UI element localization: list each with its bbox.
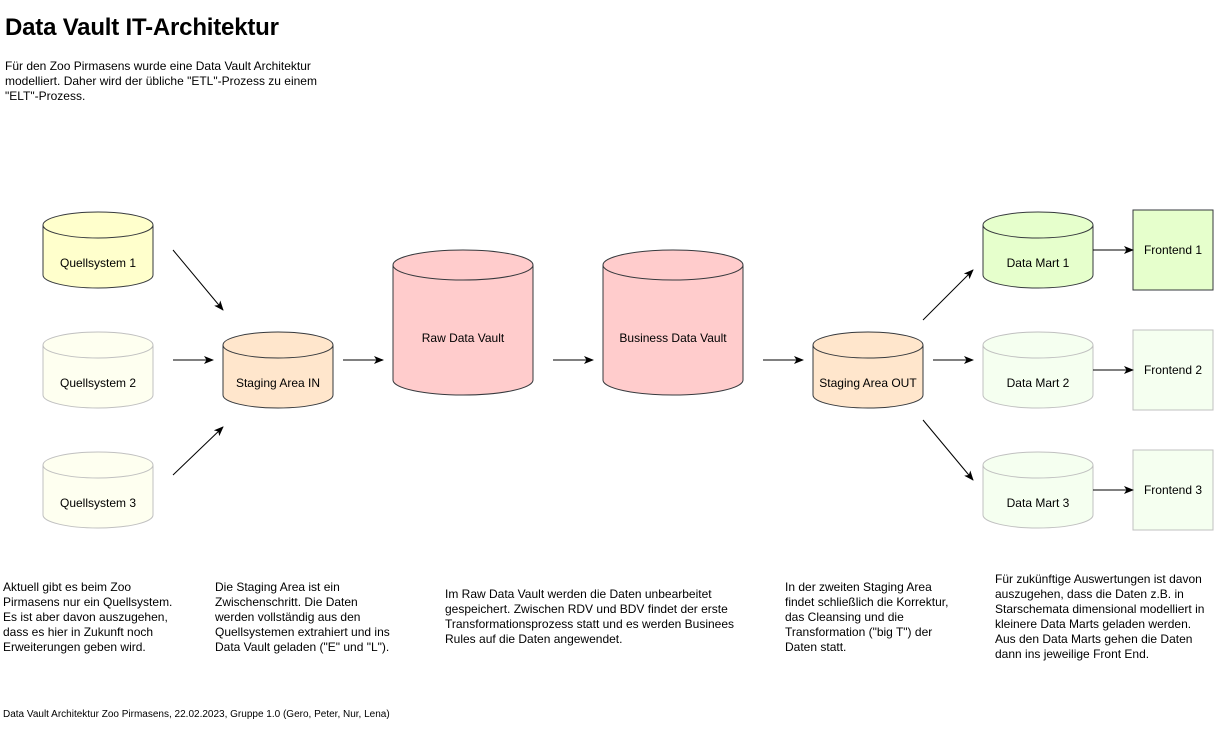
note-vaults: Im Raw Data Vault werden die Daten unbea… bbox=[445, 587, 735, 646]
staging-out-label: Staging Area OUT bbox=[819, 376, 917, 390]
cylinder-top bbox=[42, 451, 154, 479]
frontend-1[interactable]: Frontend 1 bbox=[1132, 209, 1214, 291]
frontend-1-box bbox=[1132, 209, 1214, 291]
frontend-2[interactable]: Frontend 2 bbox=[1132, 329, 1214, 411]
frontend-3[interactable]: Frontend 3 bbox=[1132, 449, 1214, 531]
note-marts: Für zukünftige Auswertungen ist davon au… bbox=[995, 572, 1205, 661]
cylinder-body bbox=[42, 345, 154, 409]
mart-3-label: Data Mart 3 bbox=[1007, 496, 1070, 510]
cylinder-body bbox=[982, 465, 1094, 529]
note-staging-in: Die Staging Area ist ein Zwischenschritt… bbox=[215, 580, 390, 654]
cylinder-body bbox=[982, 345, 1094, 409]
frontend-1-label: Frontend 1 bbox=[1144, 243, 1202, 257]
cylinder-top bbox=[392, 249, 534, 281]
raw-vault-label: Raw Data Vault bbox=[422, 331, 505, 345]
mart-1-label: Data Mart 1 bbox=[1007, 256, 1070, 270]
cylinder-body bbox=[42, 465, 154, 529]
data-mart-1[interactable]: Data Mart 1 bbox=[982, 211, 1094, 289]
arrow-stagingout-mart3 bbox=[922, 419, 974, 481]
note-sources: Aktuell gibt es beim Zoo Pirmasens nur e… bbox=[3, 580, 173, 654]
source-system-1[interactable]: Quellsystem 1 bbox=[42, 211, 154, 289]
source-2-label: Quellsystem 2 bbox=[60, 376, 136, 390]
footer-text: Data Vault Architektur Zoo Pirmasens, 22… bbox=[3, 709, 390, 720]
frontend-3-box bbox=[1132, 449, 1214, 531]
intro-text: Für den Zoo Pirmasens wurde eine Data Va… bbox=[5, 59, 317, 103]
source-1-label: Quellsystem 1 bbox=[60, 256, 136, 270]
cylinder-top bbox=[42, 331, 154, 359]
cylinder-top bbox=[982, 211, 1094, 239]
cylinder-body bbox=[602, 265, 744, 396]
cylinder-body bbox=[222, 345, 334, 409]
business-vault-label: Business Data Vault bbox=[619, 331, 727, 345]
cylinder-top bbox=[42, 211, 154, 239]
data-mart-3[interactable]: Data Mart 3 bbox=[982, 451, 1094, 529]
frontend-2-box bbox=[1132, 329, 1214, 411]
source-system-2[interactable]: Quellsystem 2 bbox=[42, 331, 154, 409]
note-staging-out: In der zweiten Staging Area findet schli… bbox=[785, 580, 949, 654]
mart-2-label: Data Mart 2 bbox=[1007, 376, 1070, 390]
arrow-stagingout-mart1 bbox=[922, 269, 974, 321]
cylinder-top bbox=[602, 249, 744, 281]
frontend-2-label: Frontend 2 bbox=[1144, 363, 1202, 377]
cylinder-body bbox=[42, 225, 154, 289]
cylinder-top bbox=[982, 331, 1094, 359]
cylinder-body bbox=[982, 225, 1094, 289]
business-data-vault[interactable]: Business Data Vault bbox=[602, 249, 744, 396]
arrow-source1-staging bbox=[172, 249, 224, 311]
staging-in-label: Staging Area IN bbox=[236, 376, 320, 390]
staging-area-in[interactable]: Staging Area IN bbox=[222, 331, 334, 409]
arrow-source3-staging bbox=[172, 426, 224, 476]
frontend-3-label: Frontend 3 bbox=[1144, 483, 1202, 497]
cylinder-body bbox=[392, 265, 534, 396]
source-3-label: Quellsystem 3 bbox=[60, 496, 136, 510]
raw-data-vault[interactable]: Raw Data Vault bbox=[392, 249, 534, 396]
staging-area-out[interactable]: Staging Area OUT bbox=[812, 331, 924, 409]
connectors bbox=[172, 246, 1134, 494]
source-system-3[interactable]: Quellsystem 3 bbox=[42, 451, 154, 529]
cylinder-top bbox=[982, 451, 1094, 479]
data-mart-2[interactable]: Data Mart 2 bbox=[982, 331, 1094, 409]
cylinder-body bbox=[812, 345, 924, 409]
page-title: Data Vault IT-Architektur bbox=[5, 14, 279, 41]
cylinder-top bbox=[222, 331, 334, 359]
cylinder-top bbox=[812, 331, 924, 359]
